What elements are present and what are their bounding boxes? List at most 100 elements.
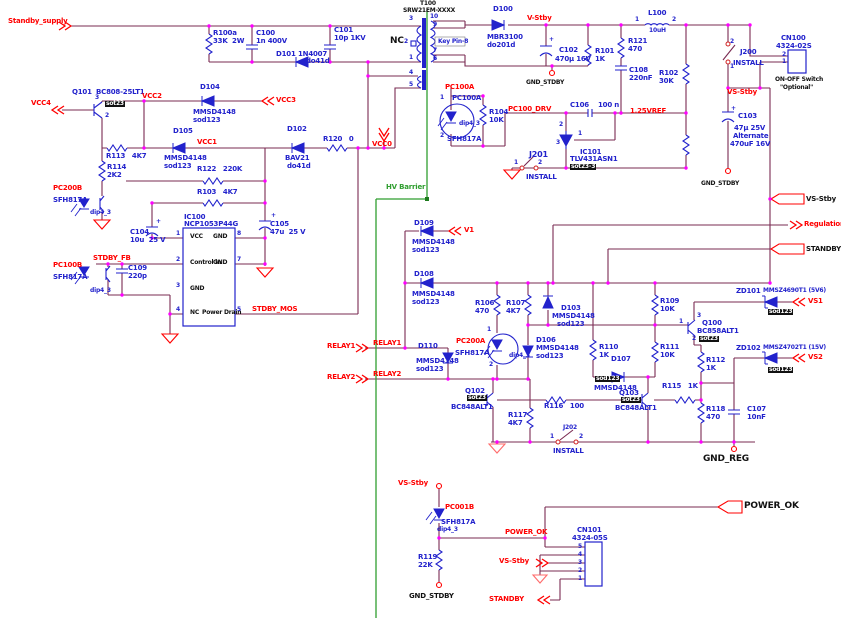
net-vs2: VS2: [808, 353, 823, 361]
q100-pin3: 3: [697, 312, 701, 319]
q100-ref: Q100: [702, 319, 722, 327]
diode-symbols: [78, 19, 778, 521]
d101-part: 1N4007: [298, 50, 328, 58]
zd101-part: MMSZ4690T1 (5V6): [763, 287, 826, 294]
net-relay1: RELAY1: [373, 339, 402, 347]
cn100-note2: "Optional": [780, 84, 814, 91]
ic101-pin3: 3: [556, 139, 560, 146]
t100-pin2: 2: [404, 38, 408, 45]
net-vcc0: VCC0: [372, 140, 392, 148]
q102-part: BC848ALT1: [451, 403, 493, 411]
r111-val: 10K: [660, 351, 675, 359]
r101-ref: R101: [595, 47, 615, 55]
pc100a-net: PC100A: [445, 83, 475, 91]
c101-val: 10p 1KV: [334, 34, 366, 42]
c104-val: 10u 25 V: [130, 236, 166, 244]
r121-ref: R121: [628, 37, 648, 45]
j202-pin2: 2: [579, 433, 583, 440]
pc200b-pkg: dip4_3: [90, 209, 111, 216]
r118-ref: R118: [706, 405, 726, 413]
r117-ref: R117: [508, 411, 528, 419]
net-vcc1: VCC1: [197, 138, 217, 146]
r102-ref: R102: [659, 69, 679, 77]
zd102-pkg: sod123: [768, 366, 794, 373]
r111-ref: R111: [660, 343, 680, 351]
l100-pin2: 2: [672, 16, 676, 23]
t100-ref: T100: [420, 0, 436, 7]
jumper-switch-contacts: [519, 41, 731, 445]
cn101-part: 4324-05S: [572, 534, 608, 542]
term-power-ok: POWER_OK: [744, 501, 799, 511]
t100-pin3: 3: [409, 15, 413, 22]
q100-pkg: sot23: [699, 335, 719, 342]
ic101-part: TLV431ASN1: [570, 155, 618, 163]
d110-pkg: sod123: [416, 365, 444, 373]
pc100b-ref: PC100B: [53, 261, 83, 269]
r104-val: 10K: [489, 116, 504, 124]
term-vs-stby: VS-Stby: [806, 195, 836, 203]
c101-ref: C101: [334, 26, 353, 34]
c108-ref: C108: [629, 66, 648, 74]
ground-symbols: [92, 169, 549, 584]
pc200a-pin2: 2: [489, 361, 493, 368]
d105-pkg: sod123: [164, 162, 192, 170]
pc100a-ref: PC100A: [452, 94, 482, 102]
cn101-p5: 5: [578, 543, 582, 550]
r100a-val: 33K 2W: [213, 37, 245, 45]
pc100a-pkg: dip4_3: [459, 120, 480, 127]
r114-val: 2K2: [107, 171, 122, 179]
gnd-reg: GND_REG: [703, 454, 749, 464]
net-standby-supply: Standby_supply: [8, 17, 68, 25]
r106-ref: R106: [475, 299, 495, 307]
hv-barrier: HV Barrier: [386, 183, 426, 191]
net-vref: 1.25VREF: [630, 107, 667, 115]
t100-pin9: 9: [433, 21, 437, 28]
net-stdby-mos: STDBY_MOS: [252, 305, 298, 313]
d104-pkg: sod123: [193, 116, 221, 124]
net-vs1: VS1: [808, 297, 823, 305]
c106-ref: C106: [570, 101, 589, 109]
cn101-p1: 1: [578, 575, 582, 582]
transformer-core: [422, 18, 466, 90]
ic101-pkg: sot23-3: [570, 163, 597, 170]
ic100-pd: Power Drain: [202, 309, 242, 316]
pc001b-ref: PC001B: [445, 503, 475, 511]
cn100-part: 4324-02S: [776, 42, 812, 50]
d109-part: MMSD4148: [412, 238, 455, 246]
pc100b-part: SFH817A: [53, 273, 88, 281]
d110-ref: D110: [418, 342, 438, 350]
cn100-ref: CN100: [781, 34, 806, 42]
l100-ref: L100: [648, 9, 667, 17]
d107-ref: D107: [611, 355, 631, 363]
d106-part: MMSD4148: [536, 344, 579, 352]
pc200a-pin1: 1: [487, 326, 491, 333]
c104-plus: +: [156, 218, 161, 225]
r121-val: 470: [628, 45, 643, 53]
l100-val: 10uH: [649, 27, 666, 34]
c107-ref: C107: [747, 405, 766, 413]
cn101-p3: 3: [578, 559, 582, 566]
q100-pin1: 1: [679, 318, 683, 325]
q101-part: BC808-25LT1: [96, 88, 145, 96]
d107-part: MMSD4148: [594, 384, 637, 392]
t100-nc: NC: [390, 36, 404, 46]
d102-pkg: do41d: [287, 162, 311, 170]
ic-boxes: [182, 49, 807, 587]
d105-ref: D105: [173, 127, 193, 135]
c103-plus: +: [731, 105, 736, 112]
zd102-part: MMSZ4702T1 (15V): [763, 344, 826, 351]
r115: R115 1K: [662, 382, 698, 390]
d108-pkg: sod123: [412, 298, 440, 306]
net-vs-stby-sw: VS-Stby: [727, 88, 757, 96]
hv-barrier-line: [375, 10, 429, 618]
pc200b-part: SFH817A: [53, 196, 88, 204]
r117-val: 4K7: [508, 419, 523, 427]
ic100-p3: 3: [176, 282, 180, 289]
opto-circles: [439, 103, 519, 365]
cn100-pin1: 1: [782, 58, 786, 65]
component-symbols: [70, 20, 740, 571]
port-relay2: RELAY2: [327, 373, 356, 381]
net-vcc2: VCC2: [142, 92, 162, 100]
zd101-ref: ZD101: [736, 287, 761, 295]
j200-pin1: 1: [730, 63, 734, 70]
